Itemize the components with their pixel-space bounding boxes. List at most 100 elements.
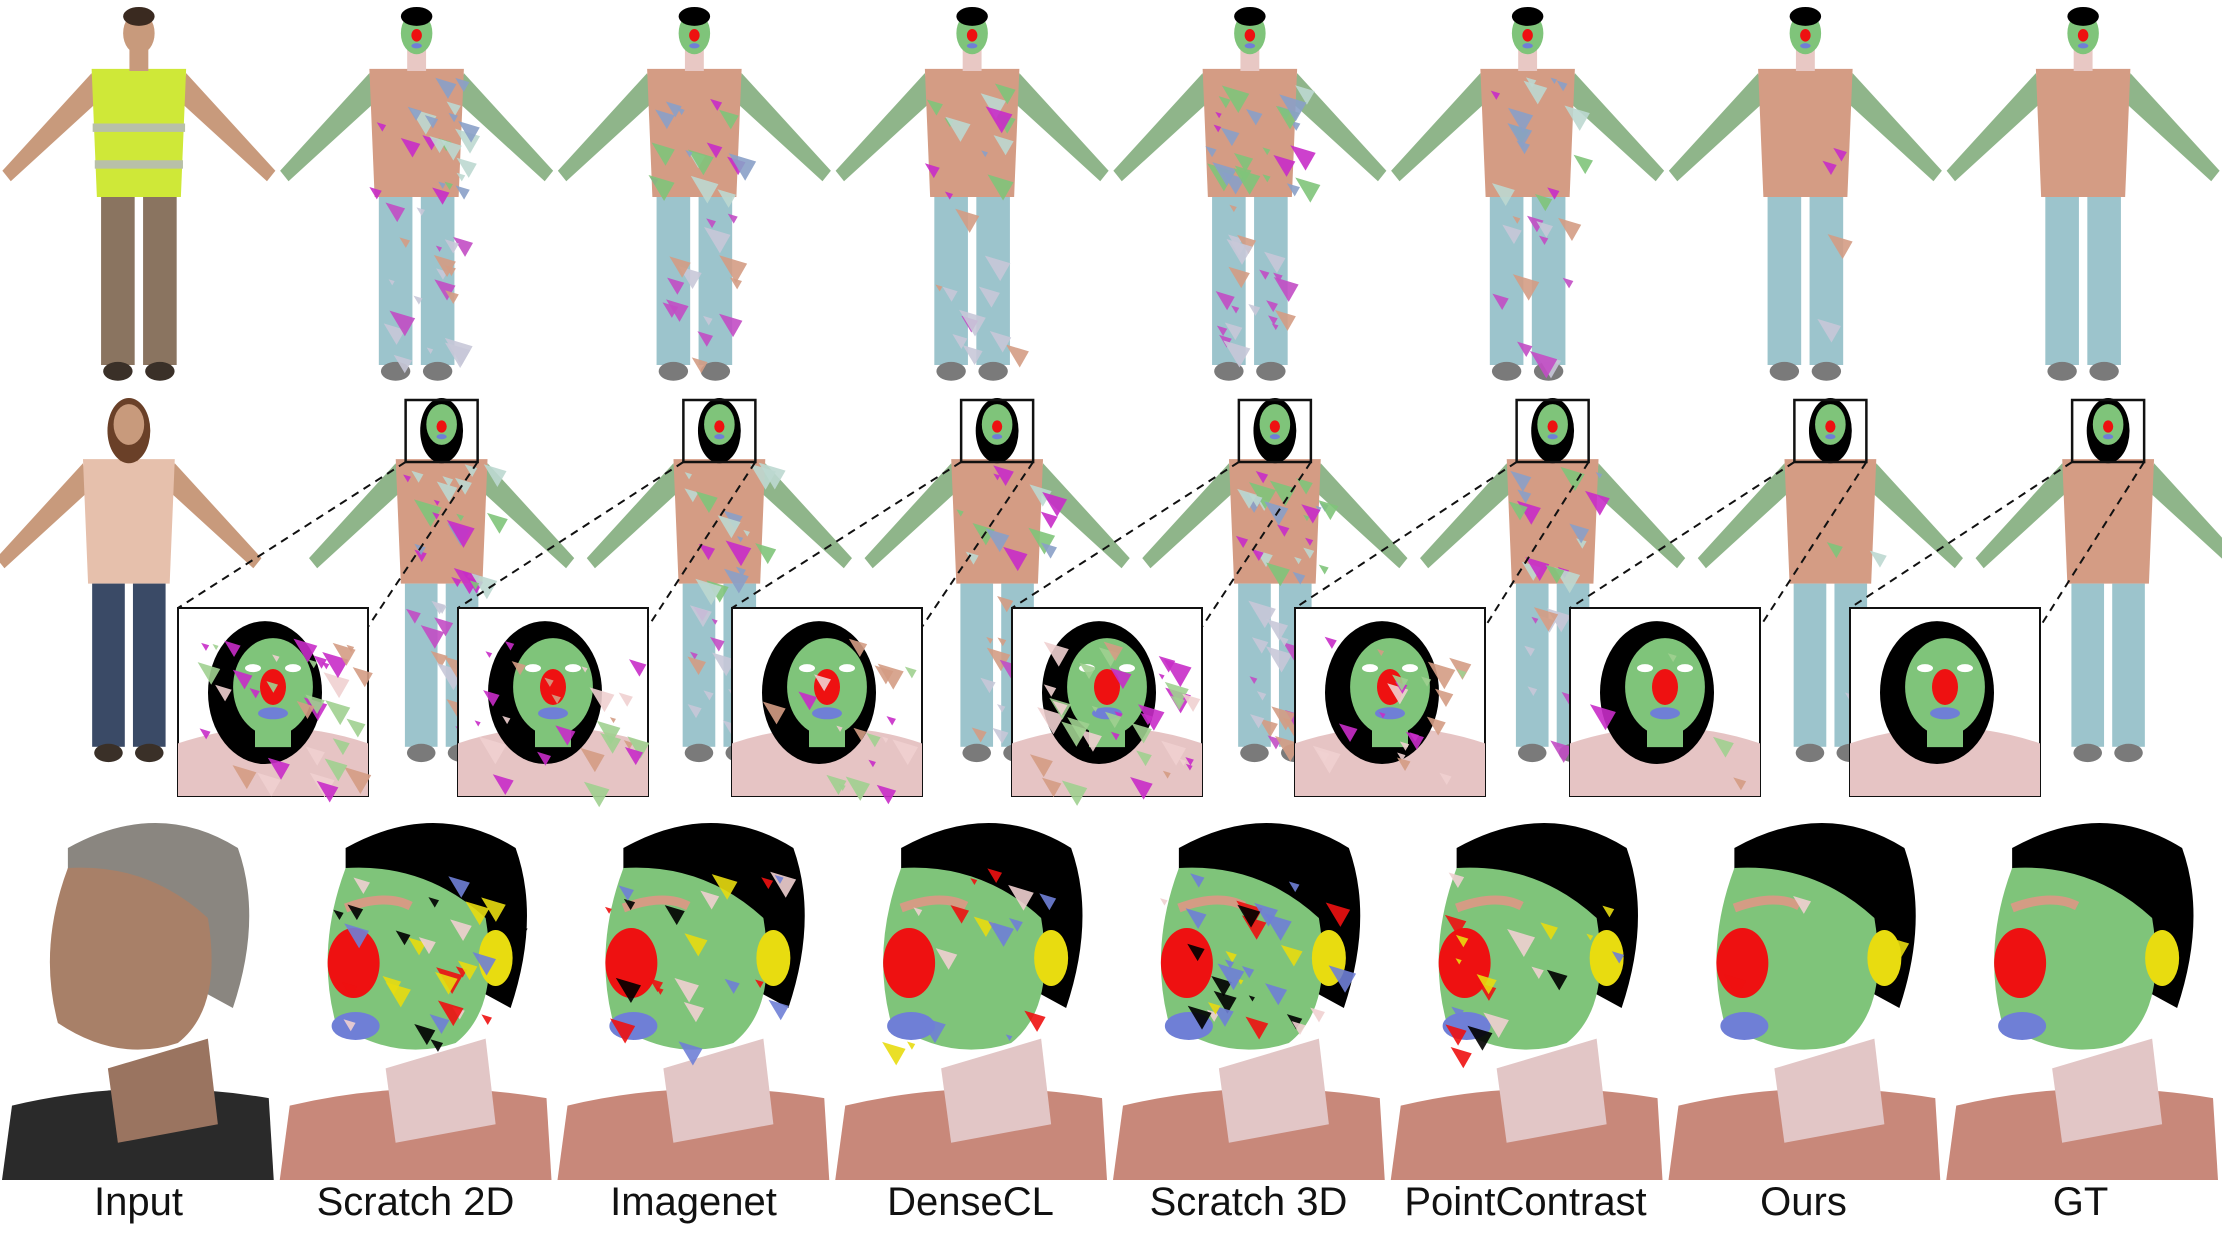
noise-patch: [1573, 154, 1593, 175]
noise-patch: [1733, 777, 1747, 791]
left-arm: [1420, 463, 1512, 569]
noise-patch: [728, 153, 757, 181]
noise-patch: [455, 77, 470, 92]
lips: [436, 434, 447, 440]
right-eye: [285, 664, 301, 673]
noise-patch: [992, 727, 1009, 744]
torso: [2062, 459, 2155, 584]
zoom-connector: [1759, 461, 1868, 628]
noise-patch: [1205, 146, 1217, 158]
neck: [684, 50, 704, 71]
torso: [2035, 68, 2131, 198]
noise-patch: [1041, 777, 1062, 798]
noise-patch: [458, 120, 480, 143]
left-shoe: [962, 743, 992, 763]
noise-patch: [1295, 177, 1321, 203]
noise-patch: [629, 659, 647, 677]
noise-patch: [1476, 974, 1497, 995]
noise-patch: [1434, 688, 1454, 708]
noise-patch: [1273, 272, 1283, 283]
zoom-connector: [367, 461, 479, 628]
left-leg: [2045, 197, 2079, 365]
noise-patch: [212, 644, 219, 651]
noise-patch: [435, 245, 443, 252]
noise-patch: [1303, 514, 1310, 522]
noise-patch: [1286, 183, 1300, 197]
noise-patch: [1512, 274, 1540, 301]
nose: [714, 420, 725, 433]
noise-patch: [1318, 564, 1329, 575]
noise-patch: [453, 236, 474, 257]
noise-patch: [1562, 277, 1574, 289]
torso: [1506, 459, 1599, 584]
noise-patch: [876, 784, 897, 805]
noise-patch: [434, 617, 454, 637]
noise-patch: [904, 666, 917, 679]
noise-patch: [197, 662, 221, 685]
left-leg: [2071, 583, 2105, 747]
left-leg: [101, 197, 135, 365]
noise-patch: [1248, 303, 1261, 316]
nose: [689, 29, 700, 42]
noise-patch: [1290, 145, 1316, 171]
noise-patch: [1251, 637, 1269, 654]
left-eye: [1637, 664, 1653, 673]
noise-patch: [1328, 965, 1357, 993]
noise-patch: [1259, 269, 1270, 280]
face: [1994, 867, 2156, 1050]
noise-patch: [690, 175, 719, 204]
noise-patch: [1158, 673, 1165, 680]
noise-patch: [1448, 872, 1465, 888]
noise-patch: [618, 885, 634, 901]
noise-patch: [845, 776, 871, 801]
right-leg: [2087, 197, 2121, 365]
noise-patch: [1547, 187, 1560, 200]
noise-patch: [393, 354, 413, 374]
noise-patch: [471, 573, 498, 600]
right-arm: [169, 463, 262, 569]
noise-patch: [1564, 105, 1590, 131]
left-eye: [799, 664, 815, 673]
noise-patch: [886, 716, 896, 726]
hair: [1234, 6, 1266, 26]
noise-patch: [1295, 85, 1315, 105]
noise-patch: [1377, 648, 1385, 656]
column-label-imagenet: Imagenet: [610, 1180, 777, 1224]
noise-patch: [1161, 740, 1187, 766]
noise-patch: [1397, 752, 1406, 761]
right-arm: [482, 463, 575, 569]
zoom-source-box: [1515, 398, 1590, 464]
noise-patch: [429, 1014, 450, 1034]
left-arm: [309, 463, 401, 569]
right-leg: [132, 583, 166, 747]
torso: [647, 68, 742, 198]
noise-patch: [430, 1039, 444, 1052]
noise-patch: [1318, 500, 1339, 521]
noise-patch: [1245, 108, 1263, 126]
noise-patch: [1237, 904, 1261, 928]
noise-patch: [1215, 111, 1222, 119]
noise-patch: [478, 736, 507, 765]
noise-patch: [1560, 466, 1585, 492]
nose: [1932, 668, 1958, 705]
zoom-connector: [731, 461, 962, 609]
noise-patch: [426, 347, 434, 354]
hair: [956, 6, 988, 26]
noise-patch: [1042, 491, 1068, 517]
noise-patch: [710, 98, 723, 111]
noise-patch: [431, 600, 446, 615]
neck: [962, 50, 982, 71]
nose: [883, 928, 936, 998]
noise-patch: [944, 191, 954, 200]
noise-patch: [1008, 885, 1034, 911]
left-eye: [525, 664, 541, 673]
neck: [809, 720, 845, 748]
left-shoe: [94, 743, 123, 763]
noise-patch: [1037, 707, 1065, 735]
noise-patch: [1179, 758, 1187, 766]
noise-patch: [1286, 1014, 1303, 1030]
noise-patch: [892, 739, 919, 766]
noise-patch: [1185, 908, 1207, 930]
torso: [369, 68, 464, 198]
right-shoe: [2089, 361, 2119, 381]
